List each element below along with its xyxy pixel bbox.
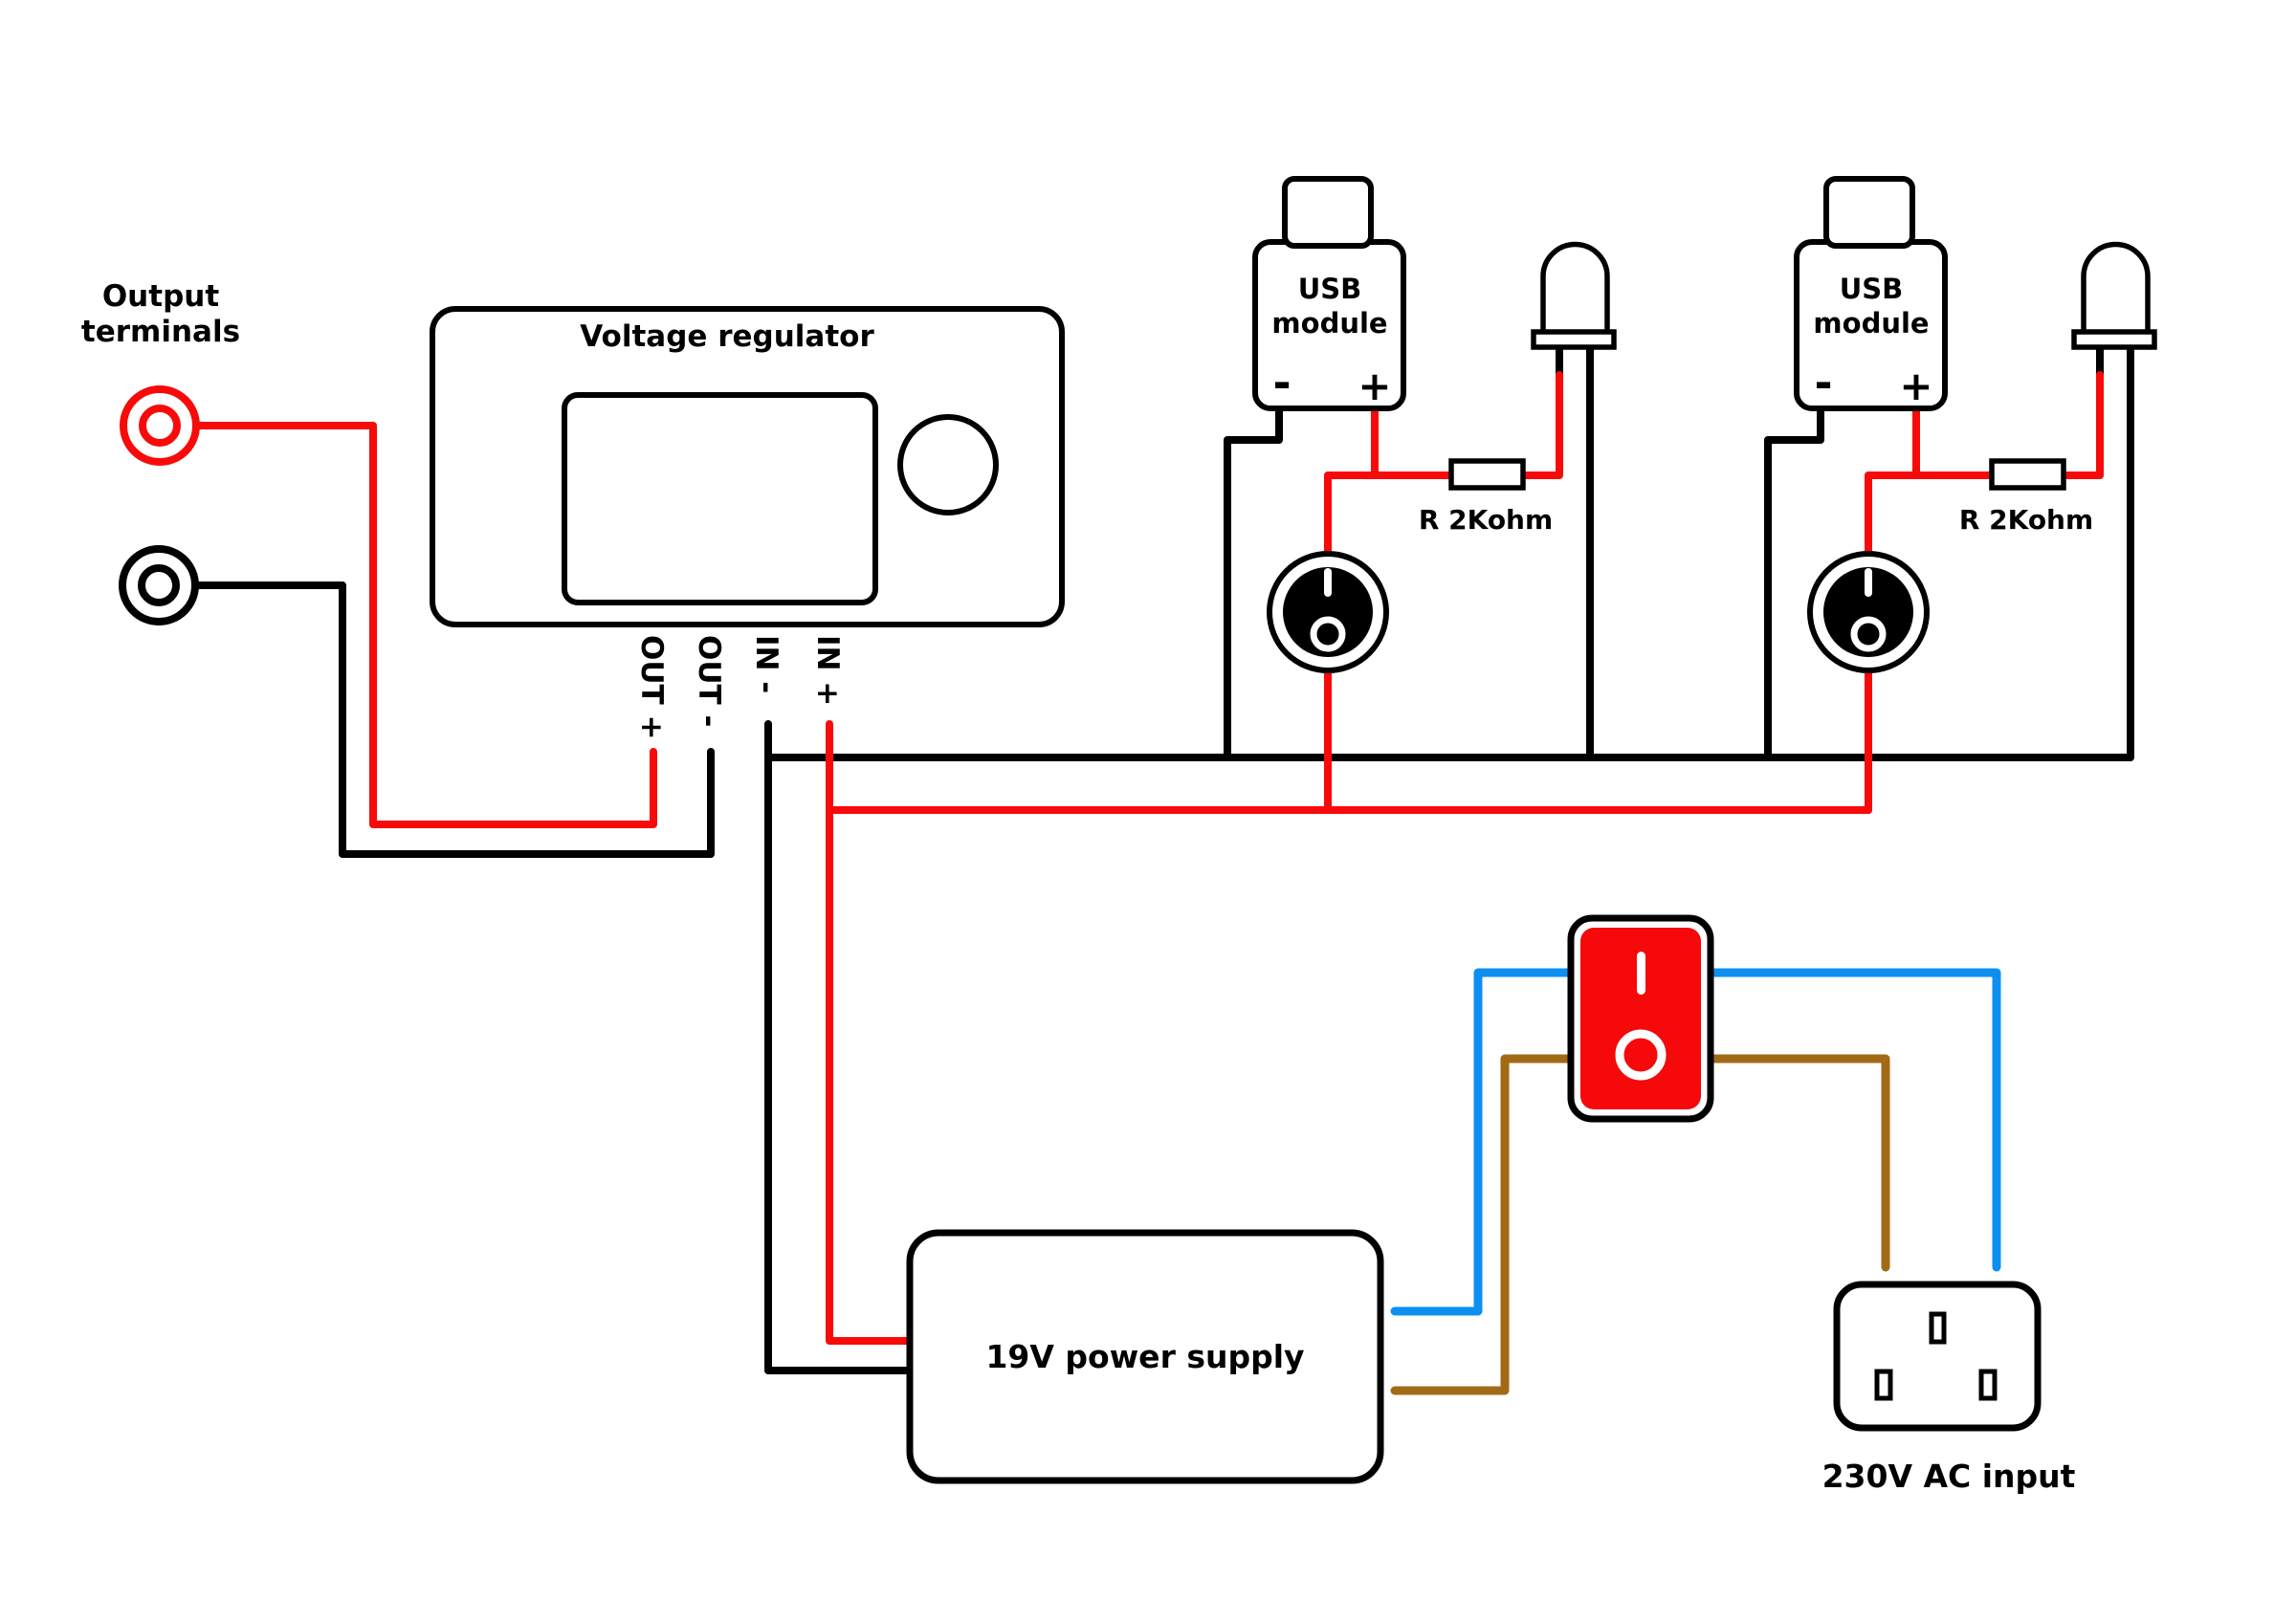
wire-output-plus (194, 422, 657, 828)
voltage-regulator: Voltage regulator OUT + OUT - IN - IN + (430, 306, 1065, 739)
black-wires (194, 343, 2134, 1374)
red-wires (194, 371, 2104, 1345)
pin-label-in-plus: IN + (810, 635, 845, 706)
wire-neutral-blue (1390, 968, 2001, 1316)
wire-usb1-minus (1224, 405, 1283, 761)
usb2-minus-label: - (1814, 357, 1832, 408)
rocker-on-symbol-icon (1637, 952, 1645, 995)
red-terminal-inner (139, 405, 181, 447)
socket-live-pin-slot (1874, 1369, 1893, 1401)
ac-input-label: 230V AC input (1822, 1458, 2076, 1495)
mains-rocker-switch (1567, 914, 1714, 1123)
black-terminal-outer (119, 545, 199, 625)
usb1-label-line2: module (1271, 307, 1387, 340)
usb2-resistor-label: R 2Kohm (1959, 504, 2093, 536)
pin-label-out-minus: OUT - (692, 635, 726, 727)
regulator-title: Voltage regulator (580, 319, 874, 354)
usb-circuit-1: USB module - + R 2Kohm (1252, 176, 1617, 673)
usb2-led-dome (2081, 241, 2151, 332)
wire-in-minus (764, 720, 914, 1374)
socket-body (1833, 1281, 2042, 1432)
rocker-switch-button (1580, 928, 1701, 1109)
usb1-plus-label: + (1358, 362, 1391, 409)
red-terminal-outer (120, 385, 200, 466)
black-terminal-inner (138, 564, 180, 606)
wire-ground-bus (764, 343, 2134, 761)
power-supply-body (906, 1229, 1384, 1484)
usb1-led-flange (1531, 329, 1617, 350)
usb2-plus-label: + (1899, 362, 1932, 409)
usb2-label-line2: module (1813, 307, 1929, 340)
usb2-led-flange (2071, 329, 2157, 350)
wire-in-plus (826, 720, 914, 1345)
output-terminals-label-line2: terminals (81, 315, 240, 349)
usb2-switch-off-symbol-icon (1850, 616, 1887, 652)
usb1-label-line1: USB (1298, 273, 1362, 305)
wire-usb1-plus (1324, 405, 1455, 814)
usb1-switch-on-symbol-icon (1324, 568, 1332, 597)
usb2-switch-on-symbol-icon (1865, 568, 1872, 597)
output-terminals: Output terminals (81, 279, 240, 625)
mains-wires (1390, 968, 2001, 1395)
usb1-resistor (1448, 458, 1526, 491)
power-supply: 19V power supply (906, 1229, 1384, 1484)
usb2-label-line1: USB (1840, 273, 1904, 305)
usb1-led-dome (1540, 241, 1610, 332)
usb1-switch-body (1283, 567, 1373, 657)
pin-label-in-minus: IN - (749, 635, 784, 693)
usb2-resistor (1989, 458, 2066, 491)
usb2-switch-body (1823, 567, 1913, 657)
usb1-resistor-label: R 2Kohm (1419, 504, 1553, 536)
wire-usb2-minus (1764, 405, 1824, 761)
regulator-knob (897, 414, 999, 515)
wire-live-brown (1390, 1054, 1890, 1395)
socket-neutral-pin-slot (1978, 1369, 1998, 1401)
usb1-switch-off-symbol-icon (1310, 616, 1346, 652)
wire-led2-anode (2060, 371, 2104, 479)
wire-led1-anode (1519, 371, 1563, 479)
usb1-minus-label: - (1272, 357, 1291, 408)
ac-input-socket: 230V AC input (1822, 1281, 2076, 1495)
socket-earth-pin-slot (1929, 1311, 1947, 1345)
power-supply-label: 19V power supply (985, 1338, 1304, 1375)
wire-output-minus (194, 581, 715, 858)
usb-circuit-2: USB module - + R 2Kohm (1794, 176, 2157, 673)
wire-usb2-plus (1865, 405, 1996, 814)
output-terminals-label-line1: Output (102, 279, 220, 314)
rocker-off-symbol-icon (1615, 1029, 1667, 1081)
regulator-display (562, 392, 878, 605)
pin-label-out-plus: OUT + (634, 635, 669, 739)
usb2-connector-tab (1823, 176, 1915, 249)
usb1-connector-tab (1282, 176, 1374, 249)
